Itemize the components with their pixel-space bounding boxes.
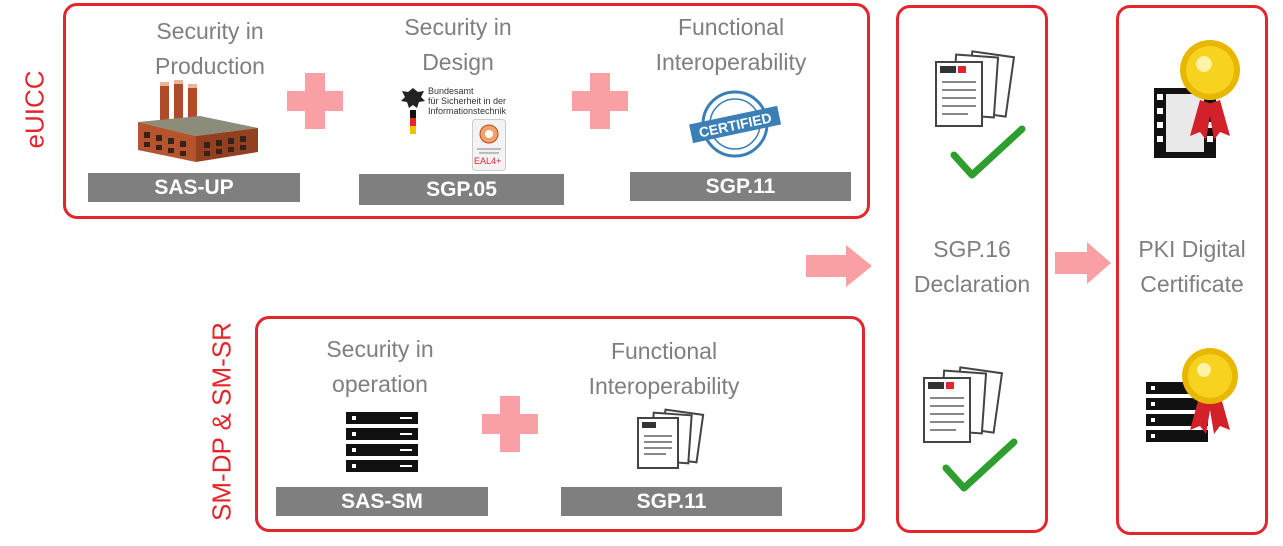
production-title-line1: Security in: [156, 18, 264, 44]
operation-title-line2: operation: [332, 371, 428, 397]
factory-icon: [138, 80, 258, 162]
certificate-line2: Certificate: [1140, 271, 1244, 297]
declaration-line2: Declaration: [913, 271, 1031, 297]
certificate-line1: PKI Digital: [1138, 236, 1246, 262]
sas-sm-tag: SAS-SM: [276, 487, 488, 516]
design-title-line1: Security in: [404, 14, 512, 40]
bsi-logo-line2: für Sicherheit in der: [428, 96, 507, 106]
interop-title-line1: Functional: [677, 14, 785, 40]
bsi-logo-line1: Bundesamt: [428, 86, 474, 96]
server-rack-icon: [346, 412, 418, 472]
cc-certified-badge-icon: [472, 119, 506, 171]
sas-up-tag: SAS-UP: [88, 173, 300, 202]
euicc-box: [63, 3, 870, 219]
smdp-side-label: SM-DP & SM-SR: [206, 322, 237, 521]
checkmark-icon: [942, 438, 1018, 492]
certificate-server-medal-icon: [1146, 348, 1238, 442]
sgp05-tag: SGP.05: [359, 174, 564, 205]
eal-label: EAL4+: [474, 156, 502, 166]
bsi-logo-line3: Informationstechnik: [428, 106, 507, 116]
svg-text:CERTIFIED: CERTIFIED: [697, 109, 773, 140]
declaration-box: [896, 5, 1048, 533]
arrow-right-icon: [1055, 242, 1111, 284]
documents-icon: [935, 50, 1016, 127]
smdp-interop-title-line2: Interoperability: [588, 373, 740, 399]
arrow-right-icon: [806, 245, 872, 287]
smdp-box: [255, 316, 865, 532]
certificate-film-medal-icon: [1154, 40, 1240, 158]
certificate-box: [1116, 5, 1268, 535]
plus-icon: [572, 73, 628, 129]
production-title-line2: Production: [155, 53, 265, 79]
plus-icon: [482, 396, 538, 452]
eagle-logo-icon: [401, 88, 425, 134]
interop-title-line2: Interoperability: [655, 49, 807, 75]
certified-stamp-icon: CERTIFIED: [689, 90, 782, 158]
plus-icon: [287, 73, 343, 129]
smdp-interop-title-line1: Functional: [610, 338, 718, 364]
operation-title-line1: Security in: [326, 336, 434, 362]
sgp11-smdp-tag: SGP.11: [561, 487, 782, 516]
design-title-line2: Design: [422, 49, 494, 75]
declaration-line1: SGP.16: [933, 236, 1011, 262]
documents-icon: [637, 408, 705, 469]
euicc-side-label: eUICC: [19, 70, 50, 149]
documents-icon: [923, 366, 1004, 443]
checkmark-icon: [950, 125, 1026, 179]
sgp11-euicc-tag: SGP.11: [630, 172, 851, 201]
